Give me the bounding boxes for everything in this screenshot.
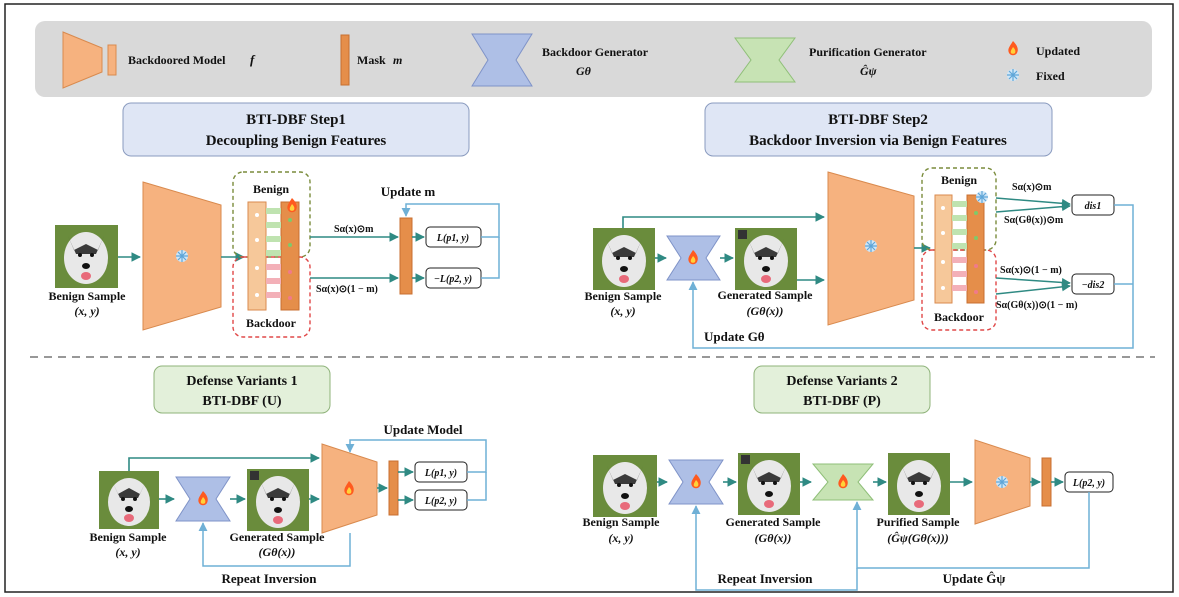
variant2-sample-label: Benign Sample [582,515,660,529]
step2-dis1: dis1 [1085,201,1102,212]
step2-title-box [704,102,1053,157]
step1-title-box [122,102,470,157]
step1-mask-expr-top: Sα(x)⊙m [334,224,374,235]
step2-benign-label: Benign [941,173,977,187]
variant2-mask [1041,457,1052,507]
step2-expr4: Sα(Gθ(x))⊙(1 − m) [996,300,1078,311]
step2-generated-sample-image [735,228,797,290]
step2-update-label: Update Gθ [704,329,765,344]
step2-benign-region [921,167,997,251]
step2-model-fixed-icon [864,239,878,253]
legend-mask-symbol: m [393,53,402,67]
step2-sample-sub: (x, y) [610,304,635,318]
step2-title-line1: BTI-DBF Step2 [828,112,928,128]
step1-feature-columns [247,198,300,311]
variant2-title-line1: Defense Variants 2 [786,374,897,389]
legend-bar [35,21,1152,97]
variant2-generated-sample-image [738,453,800,515]
variant1-sample-sub: (x, y) [115,545,140,559]
step2-title-line2: Backdoor Inversion via Benign Features [749,133,1007,149]
legend-updated-label: Updated [1036,44,1080,58]
step2-dis2: −dis2 [1082,280,1105,291]
step2-expr2: Sα(Gθ(x))⊙m [1004,215,1064,226]
step1-mask [399,217,413,295]
variant2-benign-sample-image [593,455,657,517]
step1-model-fixed-icon [175,249,189,263]
variant2-repeat-label: Repeat Inversion [718,571,814,586]
legend-model-symbol: f [250,52,256,67]
step1-backdoor-label: Backdoor [246,316,297,330]
variant2-purified-sample-image [888,453,950,515]
variant1-title-line2: BTI-DBF (U) [202,394,282,409]
step2-backdoor-region [921,249,997,331]
step2-generated-label: Generated Sample [718,288,814,302]
variant1-generated-sub: (Gθ(x)) [259,545,296,559]
variant2-generated-label: Generated Sample [726,515,822,529]
step1-loss-bottom: −L(p2, y) [434,274,472,285]
step1-mask-expr-bottom: Sα(x)⊙(1 − m) [316,284,378,295]
variant1-loss-bottom: L(p2, y) [424,496,457,507]
step2-backdoor-label: Backdoor [934,310,985,324]
step1-benign-region [232,171,311,258]
legend-backdoored-model-label: Backdoored Model [128,53,226,67]
step1-benign-sample-image [55,225,118,288]
step1-sample-sub: (x, y) [74,304,99,318]
variant1-sample-label: Benign Sample [89,530,167,544]
legend-backdoored-model-icon [62,31,117,89]
step1-loss-top: L(p1, y) [436,233,469,244]
variant1-generated-sample-image [247,469,309,531]
variant1-update-label: Update Model [383,422,462,437]
variant2-purified-label: Purified Sample [877,515,961,529]
variant1-loss-top: L(p1, y) [424,468,457,479]
variant1-benign-sample-image [99,471,159,529]
variant2-title-box [753,365,931,414]
variant2-sample-sub: (x, y) [608,531,633,545]
variant1-mask [388,460,399,516]
step1-title-line1: BTI-DBF Step1 [246,112,346,128]
legend-purification-generator-label: Purification Generator [809,45,927,59]
variant2-loss: L(p2, y) [1072,478,1105,489]
legend-fixed-label: Fixed [1036,69,1065,83]
variant1-title-line1: Defense Variants 1 [186,374,297,389]
step2-sample-label: Benign Sample [584,289,662,303]
variant2-update-label: Update Ĝψ [943,571,1006,586]
variant2-generated-sub: (Gθ(x)) [755,531,792,545]
step1-update-label: Update m [381,184,436,199]
variant2-title-line2: BTI-DBF (P) [803,394,881,409]
legend-backdoor-generator-symbol: Gθ [576,64,592,78]
step1-title-line2: Decoupling Benign Features [206,133,387,149]
variant1-repeat-label: Repeat Inversion [222,571,318,586]
legend-backdoor-generator-label: Backdoor Generator [542,45,649,59]
step2-expr3: Sα(x)⊙(1 − m) [1000,265,1062,276]
legend-purification-generator-icon [734,37,796,83]
legend-mask-label: Mask [357,53,386,67]
step1-benign-label: Benign [253,182,289,196]
step2-expr1: Sα(x)⊙m [1012,182,1052,193]
variant2-model-fixed-icon [995,475,1009,489]
step1-sample-label: Benign Sample [48,289,126,303]
step2-benign-sample-image [593,228,655,290]
step2-generated-sub: (Gθ(x)) [747,304,784,318]
variant2-purified-sub: (Ĝψ(Gθ(x))) [887,531,949,545]
variant1-title-box [153,365,331,414]
legend-snowflake-icon [1006,68,1020,82]
legend-mask-icon [340,34,350,86]
legend-backdoor-generator-icon [471,33,533,87]
legend-purification-generator-symbol: Ĝψ [860,64,878,78]
variant1-generated-label: Generated Sample [230,530,326,544]
step2-feature-columns [934,190,989,304]
step1-backdoor-region [232,256,311,338]
